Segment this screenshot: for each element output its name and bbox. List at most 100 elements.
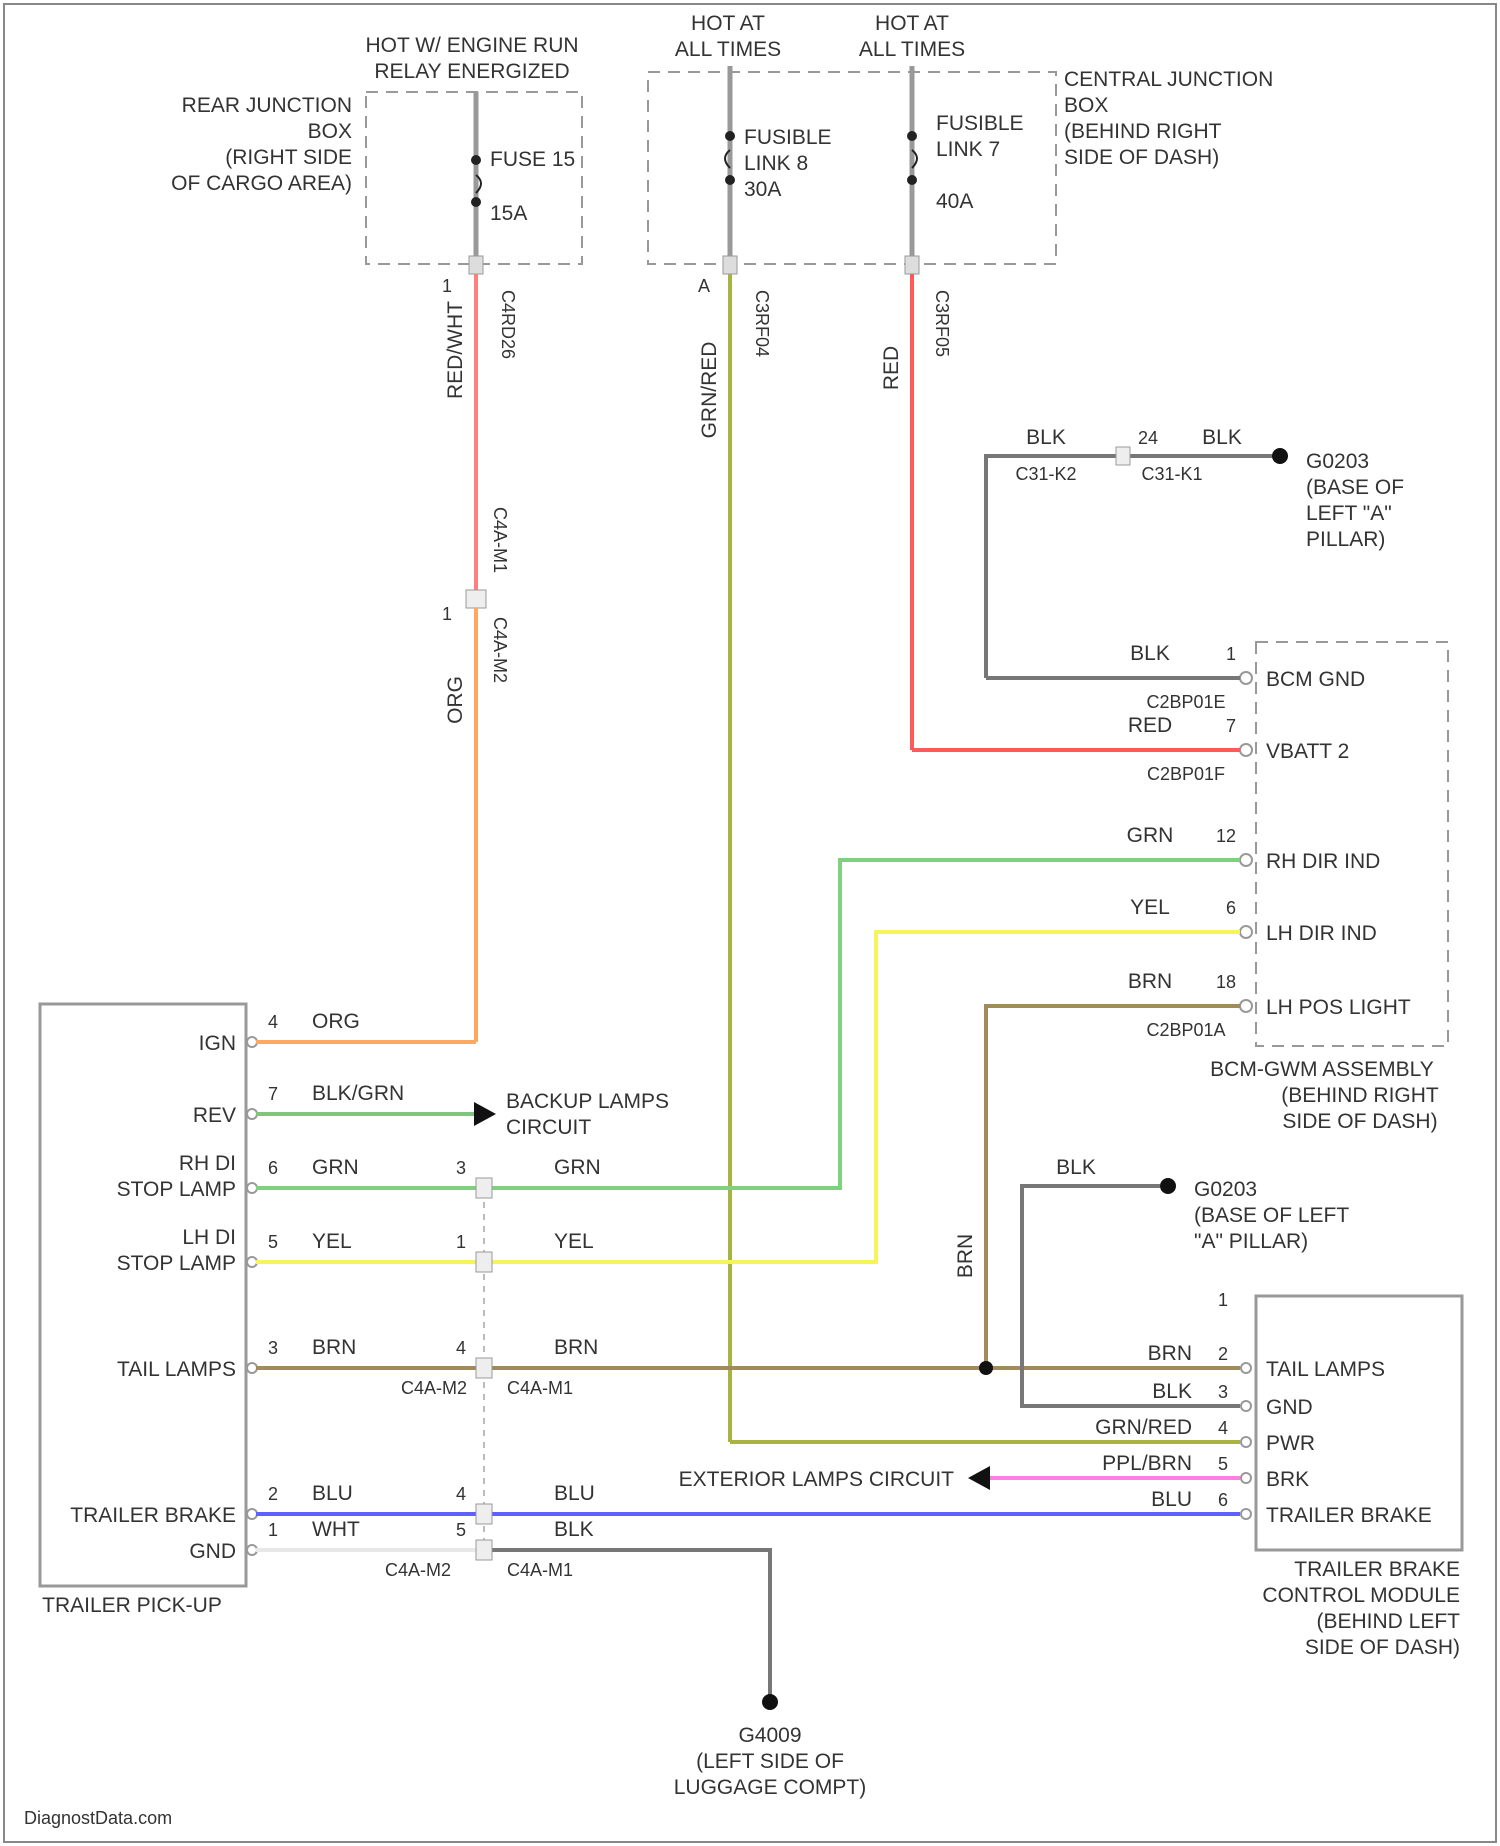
exterior-lamps-arrow (968, 1466, 990, 1490)
backup-lamps-2: CIRCUIT (506, 1116, 591, 1139)
tp-pin-connector (247, 1183, 257, 1193)
g0203-wire2: BLK (1202, 426, 1242, 449)
inline-bot-c4a-m2: C4A-M2 (385, 1560, 451, 1580)
inline-mid-c4a-m2: C4A-M2 (401, 1378, 467, 1398)
tbcm-wire-color: BLU (1151, 1488, 1192, 1511)
bcm-pin-label: LH POS LIGHT (1266, 996, 1411, 1019)
tbcm-pin-connector (1241, 1401, 1251, 1411)
tbcm-wire-color: BRN (1148, 1342, 1192, 1365)
backup-arrow (474, 1102, 496, 1126)
inline-far-wire: BLK (554, 1518, 594, 1541)
rjb-name-1: REAR JUNCTION (182, 94, 352, 117)
trailer-pickup-box (40, 1004, 246, 1586)
g0203-conn1: C31-K2 (1015, 464, 1076, 484)
g4009-2: (LEFT SIDE OF (696, 1750, 844, 1773)
bcm-pin-label: BCM GND (1266, 668, 1365, 691)
bcm-pin-connector (1240, 854, 1252, 866)
bcm-pin-number: 7 (1226, 716, 1236, 736)
inline-mid-c4a-m1: C4A-M1 (507, 1378, 573, 1398)
exterior-lamps-label: EXTERIOR LAMPS CIRCUIT (679, 1468, 955, 1491)
tbcm-pin-label: BRK (1266, 1468, 1309, 1491)
tp-wire-color: BRN (312, 1336, 356, 1359)
c4a-connector-top (466, 590, 486, 608)
watermark: DiagnostData.com (24, 1808, 172, 1828)
fl8-dot-1 (725, 131, 735, 141)
fl8-dot-2 (725, 175, 735, 185)
fl7-conn: C3RF05 (932, 290, 952, 357)
inline-pin-number: 4 (456, 1338, 466, 1358)
inline-far-wire: BRN (554, 1336, 598, 1359)
fuse-15-name: FUSE 15 (490, 148, 575, 171)
fl7-dot-1 (907, 131, 917, 141)
tp-pin-number: 1 (268, 1520, 278, 1540)
bcm-pin-number: 6 (1226, 898, 1236, 918)
cjb-name-4: SIDE OF DASH) (1064, 146, 1219, 169)
hot-all-times-1-line1: HOT AT (691, 12, 765, 35)
bcm-pin-number: 1 (1226, 644, 1236, 664)
fl8-connector (723, 256, 737, 274)
tbcm-pin-connector (1241, 1473, 1251, 1483)
tp-wire-color: YEL (312, 1230, 352, 1253)
g0203-name-3: LEFT "A" (1306, 502, 1392, 525)
tp-wire-color: BLU (312, 1482, 353, 1505)
tbcm-pin-number: 1 (1218, 1290, 1228, 1310)
tp-pin-label: TRAILER BRAKE (70, 1504, 236, 1527)
tp-pin-label: IGN (199, 1032, 236, 1055)
hot-all-times-2-line1: HOT AT (875, 12, 949, 35)
tp-pin-connector (247, 1037, 257, 1047)
tbcm-pin-number: 2 (1218, 1344, 1228, 1364)
tp-pin-label: LH DI (182, 1226, 236, 1249)
bcm-pin-conn: C2BP01F (1147, 764, 1225, 784)
tbcm-pin-number: 3 (1218, 1382, 1228, 1402)
fl8-line2: LINK 8 (744, 152, 808, 175)
g0203-pin: 24 (1138, 428, 1158, 448)
g0203-wire1: BLK (1026, 426, 1066, 449)
ground-g4009-dot (762, 1694, 778, 1710)
fl8-conn: C3RF04 (752, 290, 772, 357)
tp-pin-label: STOP LAMP (117, 1178, 236, 1201)
g4009-1: G4009 (738, 1724, 801, 1747)
bcm-wire-color: BRN (1128, 970, 1172, 993)
g4009-3: LUGGAGE COMPT) (674, 1776, 867, 1799)
tbcm-pin-number: 6 (1218, 1490, 1228, 1510)
rjb-name-3: (RIGHT SIDE (225, 146, 352, 169)
cjb-name-3: (BEHIND RIGHT (1064, 120, 1222, 143)
cjb-name-1: CENTRAL JUNCTION (1064, 68, 1273, 91)
hot-all-times-2-line2: ALL TIMES (859, 38, 965, 61)
g0203b-name-1: G0203 (1194, 1178, 1257, 1201)
bcm-pins: BCM GNDBLK1C2BP01EVBATT 2RED7C2BP01FRH D… (1127, 642, 1411, 1040)
bcm-wire-color: RED (1128, 714, 1172, 737)
bcm-pin-connector (1240, 744, 1252, 756)
inline-far-wire: YEL (554, 1230, 594, 1253)
tbcm-name-4: SIDE OF DASH) (1305, 1636, 1460, 1659)
ground-g0203-top-dot (1272, 448, 1288, 464)
c4a-m2-top: C4A-M2 (490, 617, 510, 683)
inline-pin-number: 5 (456, 1520, 466, 1540)
tp-pin-number: 3 (268, 1338, 278, 1358)
rjb-conn: C4RD26 (498, 290, 518, 359)
tbcm-pin-connector (1241, 1437, 1251, 1447)
inline-pin (476, 1252, 492, 1272)
tp-pin-label: RH DI (179, 1152, 236, 1175)
splice-brn (979, 1361, 993, 1375)
fl7-line1: FUSIBLE (936, 112, 1024, 135)
tbcm-pins: 1TAIL LAMPS2BRNGND3BLKPWR4GRN/REDBRK5PPL… (1095, 1290, 1432, 1527)
backup-lamps-1: BACKUP LAMPS (506, 1090, 669, 1113)
fl8-line1: FUSIBLE (744, 126, 832, 149)
fuse-15-dot-2 (471, 197, 481, 207)
tp-pin-number: 7 (268, 1084, 278, 1104)
tbcm-wire-color: GRN/RED (1095, 1416, 1192, 1439)
fl8-pin: A (698, 276, 710, 296)
bcm-pin-number: 12 (1216, 826, 1236, 846)
wire-label-red: RED (880, 346, 903, 390)
wire-label-brn-vertical: BRN (954, 1234, 977, 1278)
tp-pin-label: STOP LAMP (117, 1252, 236, 1275)
inline-far-wire: GRN (554, 1156, 601, 1179)
tp-pin-number: 2 (268, 1484, 278, 1504)
c4a-m1-top: C4A-M1 (490, 507, 510, 573)
bcm-pin-conn: C2BP01A (1146, 1020, 1225, 1040)
bcm-pin-number: 18 (1216, 972, 1236, 992)
tbcm-name-3: (BEHIND LEFT (1316, 1610, 1460, 1633)
rjb-connector (469, 256, 483, 274)
